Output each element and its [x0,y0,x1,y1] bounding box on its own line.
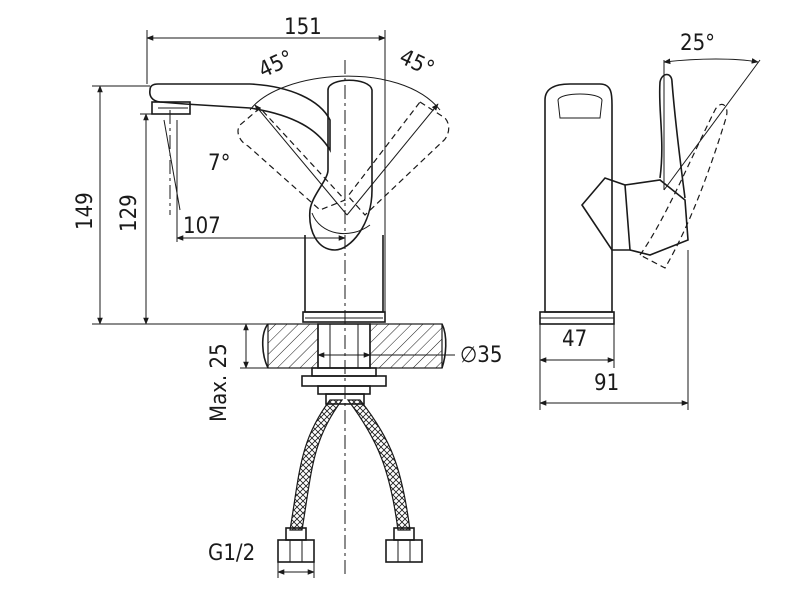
side-lever-dashed [639,103,728,269]
dim-spout-reach: 107 [183,214,221,239]
side-view [539,58,761,410]
installation-section [240,323,455,395]
dim-hole-diameter: ∅35 [460,343,502,368]
supply-hoses [277,393,423,578]
dim-height-overall: 149 [73,192,98,230]
handle-solid [309,79,373,251]
nut-left [277,539,315,563]
hose-right [346,399,411,531]
side-lever-solid [658,73,686,199]
handle-dashed-right [347,101,450,216]
counter-right-hatch [369,323,443,369]
faucet-base-ring [302,311,386,323]
spout-aerator [151,101,191,115]
side-body [544,83,613,313]
angle-arc [249,75,441,111]
dim-base-depth: 47 [562,327,587,352]
counter-left-hatch [267,323,319,369]
dim-depth-overall: 91 [594,371,619,396]
nut-right [385,539,423,563]
front-dimensions [92,30,386,325]
hose-left [289,399,344,531]
dim-connection-thread: G1/2 [208,541,255,566]
handle-dashed-left [237,107,347,211]
dim-max-thickness: Max. 25 [207,343,232,422]
front-view [149,60,450,575]
angle-lever-label: 25° [680,31,715,56]
faucet-body [304,235,384,313]
dim-width-overall: 151 [284,15,322,40]
angle-right-label: 45° [395,45,437,82]
angle-spout-label: 7° [208,151,230,176]
dim-spout-height: 129 [117,194,142,232]
side-lever-mount [580,177,631,251]
angle-left-label: 45° [255,46,297,83]
